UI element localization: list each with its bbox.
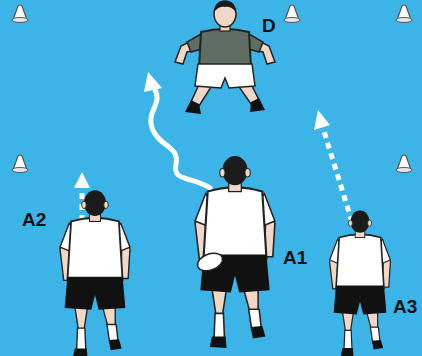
rugby-ball [195, 250, 225, 274]
cone [284, 5, 300, 23]
cone [12, 155, 28, 173]
player-label: A1 [283, 248, 307, 267]
cone [12, 5, 28, 23]
attacker-figure [330, 210, 391, 356]
defender-figure [175, 1, 275, 114]
player-label: D [262, 16, 276, 35]
player-label: A2 [22, 210, 46, 229]
player-label: A3 [393, 297, 417, 316]
cone [396, 155, 412, 173]
attacker-figure [195, 156, 275, 348]
cone [396, 5, 412, 23]
attacker-figure [60, 190, 130, 356]
